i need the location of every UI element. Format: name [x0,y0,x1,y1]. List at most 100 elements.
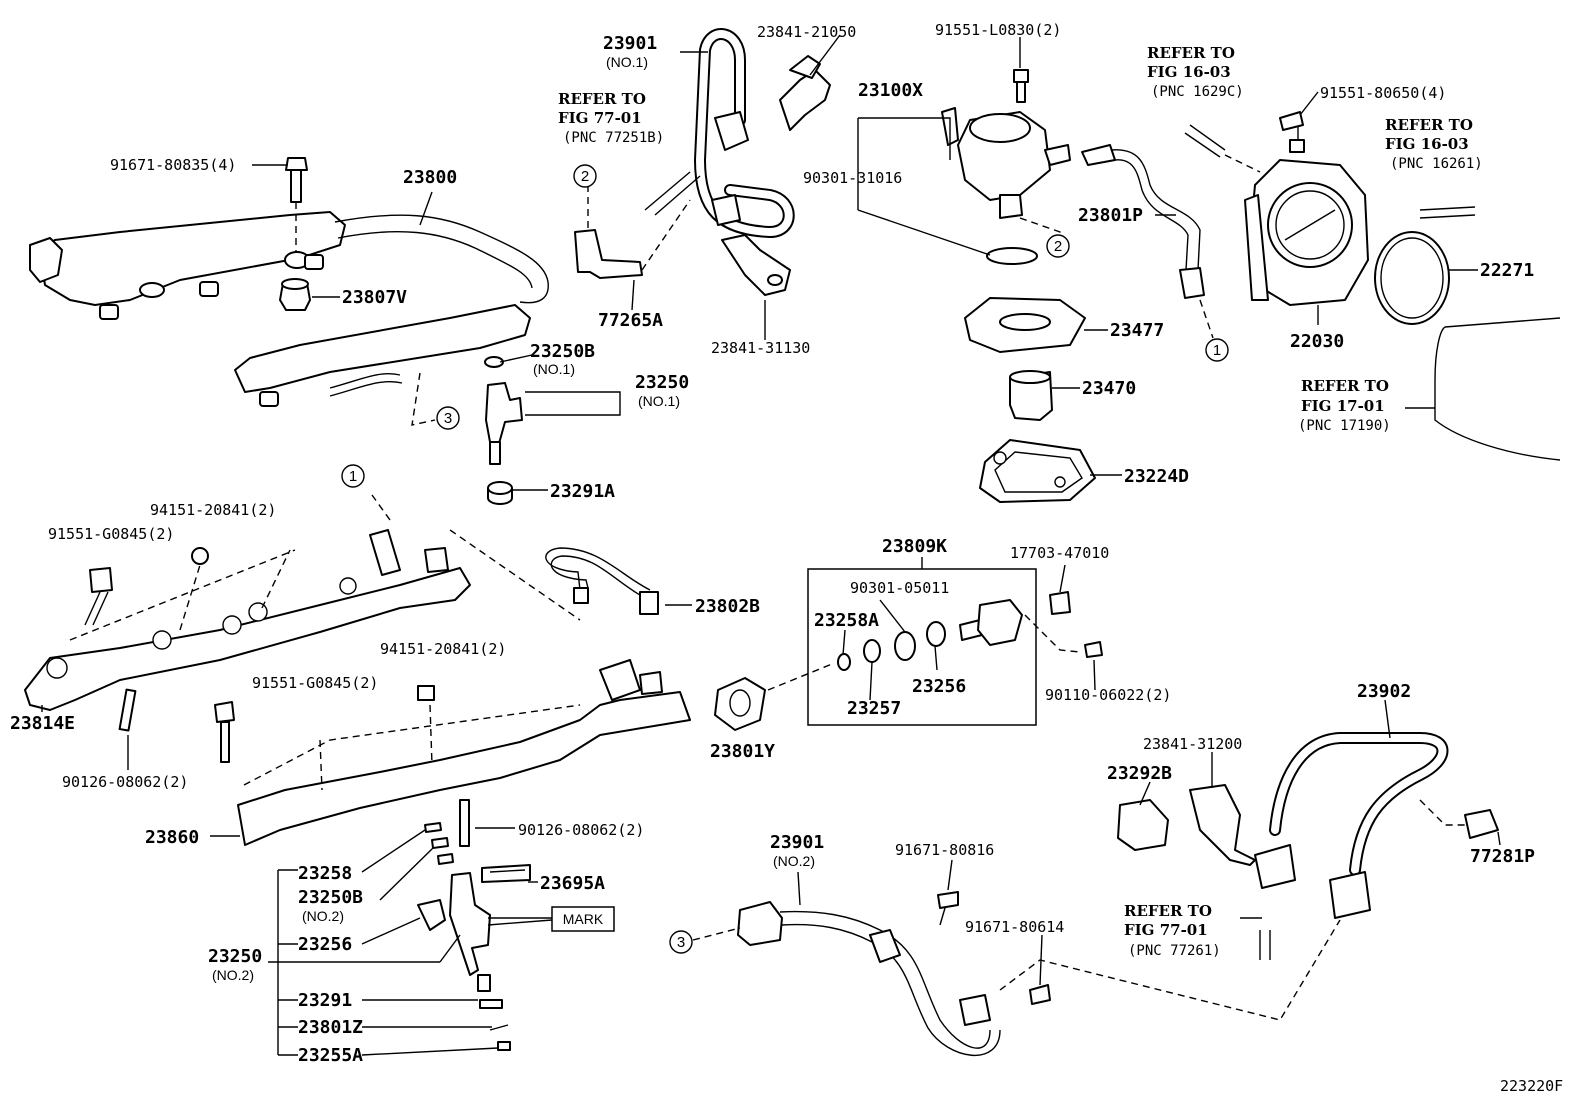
label-94151-20841-a: 94151-20841(2) [150,501,276,519]
label-94151-20841-b: 94151-20841(2) [380,640,506,658]
label-91671-80835: 91671-80835(4) [110,156,236,174]
injector-23250-no1-drawing [411,356,621,505]
label-23100X: 23100X [858,80,923,101]
label-23807V: 23807V [342,287,407,308]
svg-text:FIG 16-03: FIG 16-03 [1147,63,1231,81]
label-23802B: 23802B [695,596,760,617]
label-17703-47010: 17703-47010 [1010,544,1109,562]
ref-circle-2b: 2 [1046,234,1070,258]
label-91671-80816: 91671-80816 [895,841,994,859]
bolt-91671-80835-drawing [285,157,308,252]
label-90301-05011: 90301-05011 [850,579,949,597]
label-23841-31130: 23841-31130 [711,339,810,357]
hose-23902-drawing [1117,732,1499,960]
svg-text:(PNC 16261): (PNC 16261) [1390,156,1483,172]
label-91551-G0845-a: 91551-G0845(2) [48,525,174,543]
svg-text:REFER TO: REFER TO [1301,377,1389,395]
label-91551-G0845-b: 91551-G0845(2) [252,674,378,692]
svg-text:FIG 77-01: FIG 77-01 [558,109,642,127]
svg-text:(PNC 1629C): (PNC 1629C) [1151,84,1244,100]
svg-text:(PNC 77261): (PNC 77261) [1128,943,1221,959]
ref-circle-3a: 3 [436,406,460,430]
label-23470: 23470 [1082,378,1136,399]
svg-text:3: 3 [444,410,452,427]
svg-text:3: 3 [677,934,685,951]
mark-box: MARK [551,906,615,932]
svg-text:FIG 77-01: FIG 77-01 [1124,921,1208,939]
svg-text:1: 1 [1213,342,1221,359]
label-23291A: 23291A [550,481,615,502]
label-22271: 22271 [1480,260,1534,281]
svg-text:(PNC 17190): (PNC 17190) [1298,418,1391,434]
label-23250-no2-sub: (NO.2) [212,967,254,983]
fuel-delivery-pipe-23800-drawing [29,211,549,407]
label-23801Y: 23801Y [710,741,775,762]
lifter-23470-drawing [1009,370,1053,421]
fuel-pump-23100X-drawing [858,69,1071,265]
throttle-body-22030-drawing [1184,111,1561,461]
svg-text:(PNC 77251B): (PNC 77251B) [563,130,664,146]
svg-text:MARK: MARK [563,911,604,927]
label-23257: 23257 [847,698,901,719]
ref-circle-1b: 1 [1205,338,1229,362]
cushion-23807V-drawing [279,278,311,311]
label-23860: 23860 [145,827,199,848]
label-23250B-no2: 23250B [298,887,363,908]
label-91671-80614: 91671-80614 [965,918,1064,936]
label-23809K: 23809K [882,536,947,557]
label-23250-no1: 23250 [635,372,689,393]
label-23258: 23258 [298,863,352,884]
label-23841-21050: 23841-21050 [757,23,856,41]
label-23800: 23800 [403,167,457,188]
hose-23901-no1-drawing [693,28,831,296]
sensor-kit-23809K-drawing [714,557,1103,731]
fuel-rail-23860-drawing [214,659,691,847]
svg-text:1: 1 [349,468,357,485]
ref-circle-2a: 2 [573,164,597,188]
label-90126-08062-b: 90126-08062(2) [518,821,644,839]
label-77281P: 77281P [1470,846,1535,867]
label-23292B: 23292B [1107,763,1172,784]
label-91551-80650: 91551-80650(4) [1320,84,1446,102]
svg-text:REFER TO: REFER TO [1124,902,1212,920]
hose-fitting-77265A-drawing [574,171,701,279]
refer-block-1629C: REFER TO FIG 16-03 (PNC 1629C) [1147,44,1244,100]
injector-23250-no2-drawing [417,822,553,1051]
label-90301-31016: 90301-31016 [803,169,902,187]
label-23901-no2: 23901 [770,832,824,853]
label-23250B-no2-sub: (NO.2) [302,908,344,924]
svg-text:FIG 16-03: FIG 16-03 [1385,135,1469,153]
label-23695A: 23695A [540,873,605,894]
label-23256-kit: 23256 [912,676,966,697]
label-23255A: 23255A [298,1045,363,1066]
label-23841-31200: 23841-31200 [1143,735,1242,753]
refer-block-16261: REFER TO FIG 16-03 (PNC 16261) [1385,116,1483,172]
label-23814E: 23814E [10,713,75,734]
label-23801Z: 23801Z [298,1017,363,1038]
label-23250B-no1-sub: (NO.1) [533,361,575,377]
label-23477: 23477 [1110,320,1164,341]
refer-block-77251B: REFER TO FIG 77-01 (PNC 77251B) [558,90,664,146]
gasket-23477-drawing [964,297,1086,353]
label-90110-06022: 90110-06022(2) [1045,686,1171,704]
label-23250-no1-sub: (NO.1) [638,393,680,409]
svg-text:FIG 17-01: FIG 17-01 [1301,397,1385,415]
label-23250-no2: 23250 [208,946,262,967]
label-23902: 23902 [1357,681,1411,702]
svg-text:REFER TO: REFER TO [558,90,646,108]
label-90126-08062-a: 90126-08062(2) [62,773,188,791]
fuel-rail-23814E-drawing [24,494,581,732]
leader-lines [41,34,1501,1056]
ref-circle-1a: 1 [341,464,365,488]
label-23901-no1-sub: (NO.1) [606,54,648,70]
label-23801P: 23801P [1078,205,1143,226]
label-23250B-no1: 23250B [530,341,595,362]
diagram-id: 223220F [1500,1077,1563,1095]
label-23258A: 23258A [814,610,879,631]
svg-text:REFER TO: REFER TO [1147,44,1235,62]
label-23224D: 23224D [1124,466,1189,487]
svg-text:2: 2 [581,168,589,185]
svg-text:2: 2 [1054,238,1062,255]
insulator-23224D-drawing [979,439,1096,503]
svg-text:REFER TO: REFER TO [1385,116,1473,134]
